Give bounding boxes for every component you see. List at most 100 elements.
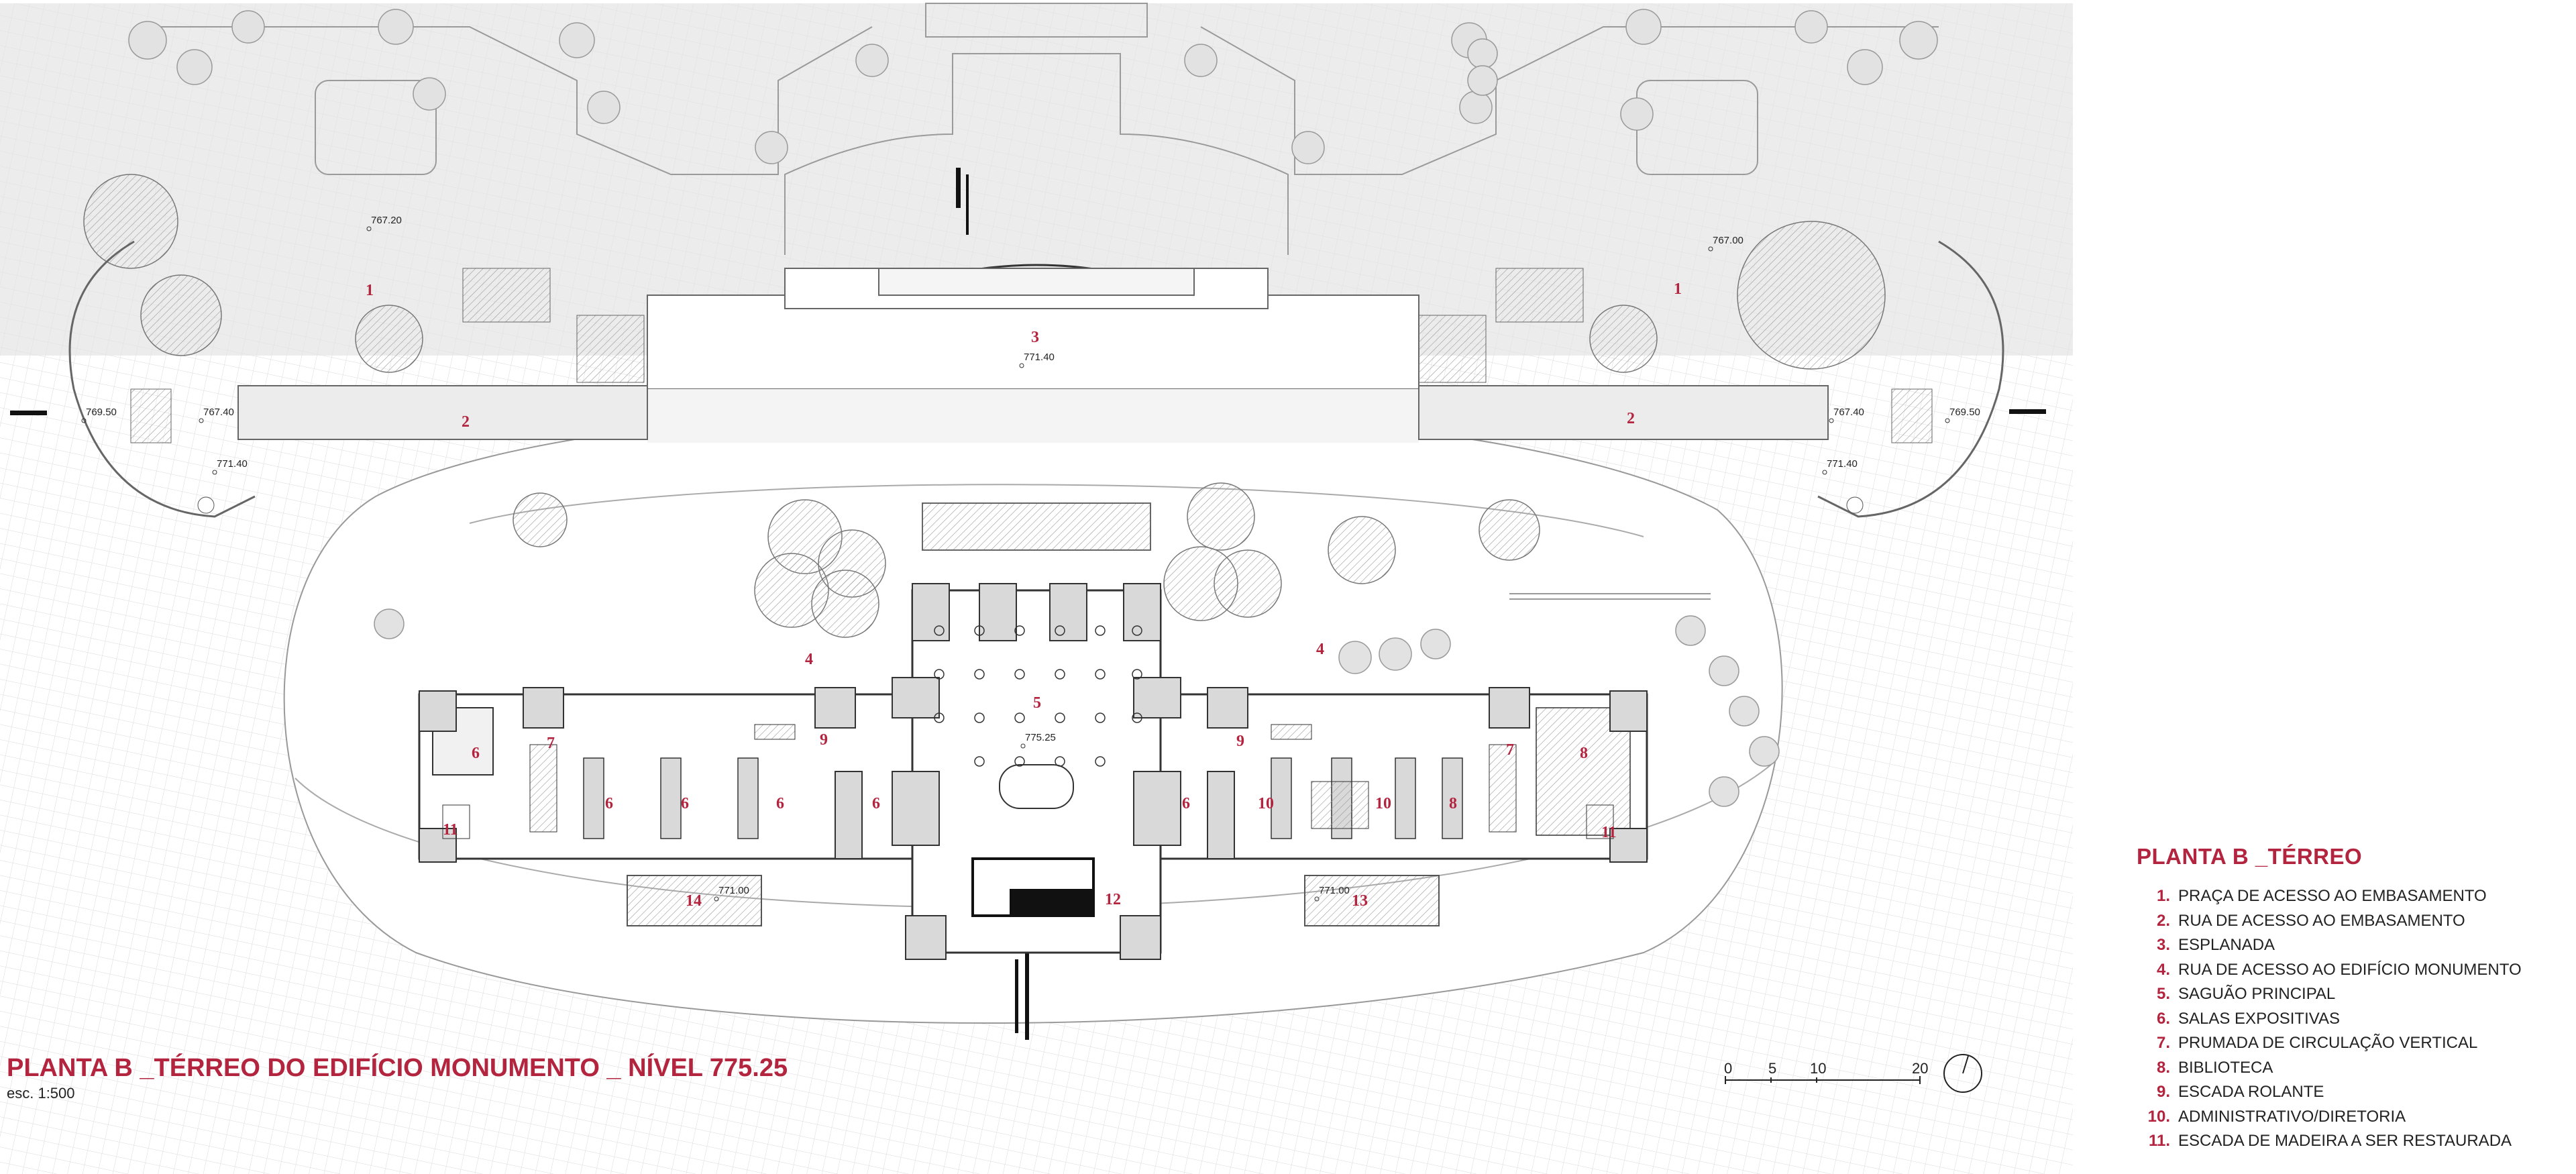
drawing-title: PLANTA B _TÉRREO DO EDIFÍCIO MONUMENTO _… <box>7 1054 788 1082</box>
svg-text:4: 4 <box>805 651 813 668</box>
legend-item: 5. SAGUÃO PRINCIPAL <box>2137 982 2566 1007</box>
svg-text:10: 10 <box>1375 795 1391 812</box>
legend-item: 9. ESCADA ROLANTE <box>2137 1080 2566 1105</box>
legend-item-number: 4. <box>2156 960 2170 979</box>
legend-item-number: 2. <box>2156 911 2170 930</box>
legend-item: 11. ESCADA DE MADEIRA A SER RESTAURADA <box>2137 1129 2566 1154</box>
svg-text:6: 6 <box>472 745 480 762</box>
large-trees <box>83 174 1886 638</box>
svg-text:2: 2 <box>1627 410 1635 427</box>
svg-text:769.50: 769.50 <box>86 407 117 418</box>
stairs-right <box>1495 268 1584 323</box>
scale-tick-20: 20 <box>1912 1060 1928 1077</box>
legend-item-text: ADMINISTRATIVO/DIRETORIA <box>2178 1107 2406 1126</box>
legend: PLANTA B _TÉRREO 1. PRAÇA DE ACESSO AO EM… <box>2137 844 2566 1154</box>
garden-parterres <box>134 3 1939 255</box>
legend-item-number: 10. <box>2147 1107 2170 1126</box>
svg-text:9: 9 <box>820 731 828 749</box>
access-road-right <box>1418 385 1829 440</box>
svg-text:771.00: 771.00 <box>1319 885 1350 896</box>
svg-text:767.00: 767.00 <box>1713 235 1743 246</box>
legend-item: 2. RUA DE ACESSO AO EMBASAMENTO <box>2137 909 2566 934</box>
svg-text:11: 11 <box>1601 824 1617 841</box>
svg-text:14: 14 <box>686 892 702 910</box>
legend-item-number: 3. <box>2156 936 2170 954</box>
svg-text:13: 13 <box>1352 892 1368 910</box>
plaza-trees <box>128 9 1938 164</box>
legend-item: 6. SALAS EXPOSITIVAS <box>2137 1007 2566 1032</box>
svg-text:771.00: 771.00 <box>718 885 749 896</box>
legend-item: 10. ADMINISTRATIVO/DIRETORIA <box>2137 1105 2566 1130</box>
stairs-left <box>462 268 551 323</box>
access-road-left <box>237 385 648 440</box>
legend-item-text: PRAÇA DE ACESSO AO EMBASAMENTO <box>2178 887 2487 905</box>
legend-item-text: RUA DE ACESSO AO EMBASAMENTO <box>2178 911 2465 930</box>
svg-text:5: 5 <box>1033 694 1041 712</box>
svg-text:11: 11 <box>443 821 458 839</box>
legend-item-text: ESCADA DE MADEIRA A SER RESTAURADA <box>2178 1132 2512 1150</box>
legend-item-text: SAGUÃO PRINCIPAL <box>2178 985 2336 1003</box>
legend-item-number: 7. <box>2156 1034 2170 1052</box>
svg-text:771.40: 771.40 <box>217 458 248 470</box>
legend-item-text: ESCADA ROLANTE <box>2178 1083 2324 1101</box>
svg-text:6: 6 <box>872 795 880 812</box>
legend-item-number: 5. <box>2156 985 2170 1003</box>
svg-text:767.40: 767.40 <box>203 407 234 418</box>
legend-item-text: BIBLIOTECA <box>2178 1058 2273 1077</box>
svg-text:6: 6 <box>776 795 784 812</box>
svg-text:775.25: 775.25 <box>1025 732 1056 743</box>
svg-text:6: 6 <box>605 795 613 812</box>
svg-text:12: 12 <box>1105 891 1121 908</box>
north-arrow-icon <box>1943 1054 1982 1093</box>
svg-text:7: 7 <box>1506 741 1514 759</box>
monument-building <box>418 583 1648 960</box>
svg-text:771.40: 771.40 <box>1024 352 1055 363</box>
svg-text:767.20: 767.20 <box>371 215 402 226</box>
legend-item: 3. ESPLANADA <box>2137 933 2566 958</box>
legend-item-text: ESPLANADA <box>2178 936 2275 954</box>
legend-item-number: 1. <box>2156 887 2170 905</box>
legend-title: PLANTA B _TÉRREO <box>2137 844 2363 869</box>
esplanade <box>647 295 1419 390</box>
ramp-right <box>1817 240 2004 518</box>
area-numbers: 1 1 2 2 3 4 4 5 6 6 6 6 6 6 7 7 8 8 9 9 … <box>366 280 1682 910</box>
legend-item: 4. RUA DE ACESSO AO EDIFÍCIO MONUMENTO <box>2137 958 2566 983</box>
legend-item-number: 11. <box>2148 1132 2170 1150</box>
svg-text:3: 3 <box>1031 329 1039 346</box>
legend-item-text: PRUMADA DE CIRCULAÇÃO VERTICAL <box>2178 1034 2478 1052</box>
scale-tick-10: 10 <box>1810 1060 1826 1077</box>
monument-stairs <box>922 502 1151 551</box>
legend-item-number: 8. <box>2156 1058 2170 1077</box>
level-markers: 767.20 767.00 771.40 769.50 767.40 771.4… <box>81 215 1980 902</box>
scale-bar: 0 5 10 20 <box>1724 1054 1982 1093</box>
svg-text:8: 8 <box>1449 795 1457 812</box>
svg-text:6: 6 <box>1182 795 1190 812</box>
legend-item-text: SALAS EXPOSITIVAS <box>2178 1009 2340 1028</box>
site-plan: 767.20 767.00 771.40 769.50 767.40 771.4… <box>0 3 2073 1174</box>
legend-item: 1. PRAÇA DE ACESSO AO EMBASAMENTO <box>2137 884 2566 909</box>
svg-text:10: 10 <box>1258 795 1274 812</box>
svg-text:1: 1 <box>366 282 374 299</box>
svg-text:771.40: 771.40 <box>1827 458 1858 470</box>
svg-text:2: 2 <box>462 413 470 431</box>
legend-item: 8. BIBLIOTECA <box>2137 1056 2566 1081</box>
svg-text:7: 7 <box>547 735 555 752</box>
section-markers <box>10 168 2046 1040</box>
legend-item: 7. PRUMADA DE CIRCULAÇÃO VERTICAL <box>2137 1031 2566 1056</box>
ramp-left <box>68 240 256 518</box>
svg-text:1: 1 <box>1674 280 1682 298</box>
legend-item-number: 9. <box>2156 1083 2170 1101</box>
pavilion-14 <box>627 875 762 926</box>
svg-text:9: 9 <box>1236 733 1244 750</box>
scale-tick-5: 5 <box>1768 1060 1776 1077</box>
scale-tick-0: 0 <box>1724 1060 1732 1077</box>
svg-text:767.40: 767.40 <box>1833 407 1864 418</box>
legend-item-text: RUA DE ACESSO AO EDIFÍCIO MONUMENTO <box>2178 960 2522 979</box>
pavilion-13 <box>1304 875 1440 926</box>
lawn-trees <box>374 608 1780 807</box>
svg-text:769.50: 769.50 <box>1949 407 1980 418</box>
legend-item-number: 6. <box>2156 1009 2170 1028</box>
svg-text:6: 6 <box>681 795 689 812</box>
svg-text:4: 4 <box>1316 641 1324 658</box>
